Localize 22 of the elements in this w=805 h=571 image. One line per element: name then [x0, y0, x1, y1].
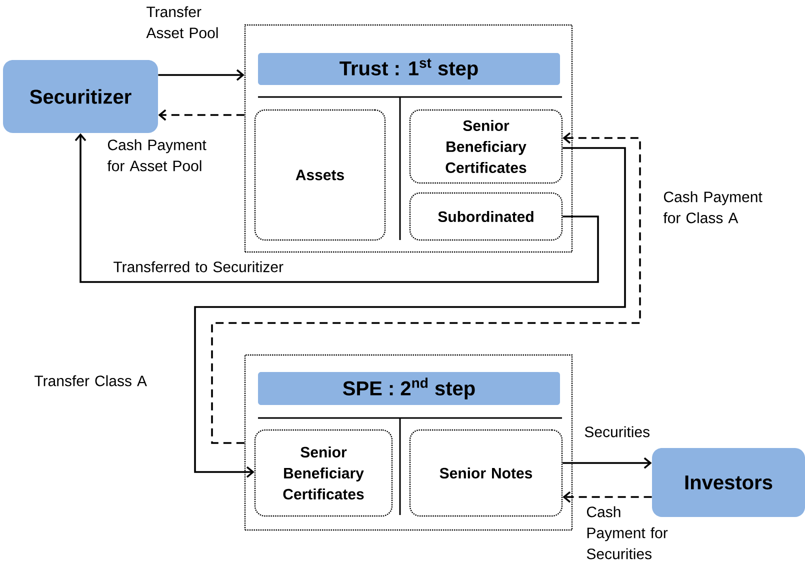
item-box: Senior Beneficiary Certificates: [409, 109, 563, 184]
arrow: [562, 491, 652, 503]
edge-label: Transfer Asset Pool: [146, 6, 218, 38]
edge-label: Transferred to Securitizer: [114, 261, 284, 272]
actor-box: Securitizer: [3, 60, 158, 133]
arrow: [211, 132, 641, 444]
arrow: [158, 69, 244, 81]
item-box: Assets: [254, 109, 386, 241]
item-box: Senior Notes: [409, 429, 563, 517]
arrow: [194, 147, 626, 478]
item-box: Subordinated: [409, 192, 563, 241]
actor-box: Investors: [652, 448, 805, 517]
arrow: [562, 457, 652, 469]
header-bar: Trust : 1$^{st}$ step: [258, 53, 560, 85]
edge-label: Transfer Class A: [34, 375, 147, 386]
header-bar: SPE : 2$^{nd}$ step: [258, 372, 560, 405]
edge-label: Cash Payment for Class A: [663, 191, 762, 224]
edge-label: Securities: [584, 426, 650, 438]
arrow: [158, 109, 244, 121]
edge-label: Cash Payment for Asset Pool: [107, 139, 206, 172]
arrow: [74, 133, 599, 283]
item-box: Senior Beneficiary Certificates: [254, 429, 393, 517]
